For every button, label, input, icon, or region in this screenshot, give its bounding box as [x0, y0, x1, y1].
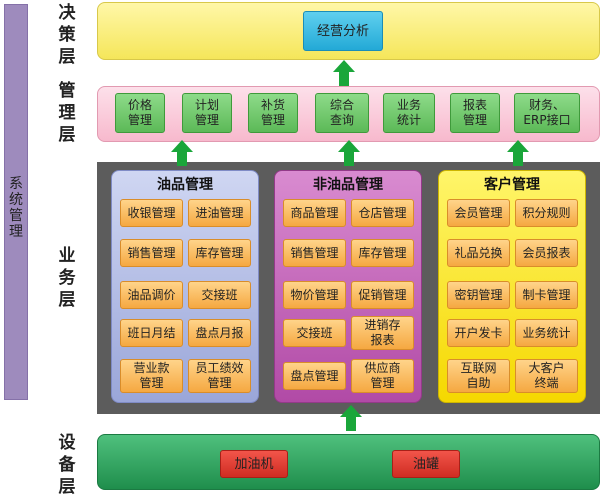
mgmt-item-price: 价格 管理 [115, 93, 165, 133]
business-analysis-box: 经营分析 [303, 11, 383, 51]
customer-management-title: 客户管理 [484, 177, 540, 193]
oil-item-price-adjust: 油品调价 [120, 281, 183, 309]
cust-item-account-card-issue: 开户发卡 [447, 319, 510, 347]
cust-item-points-rules: 积分规则 [515, 199, 578, 227]
arrow-up-oil [171, 140, 193, 166]
oil-item-cashier: 收银管理 [120, 199, 183, 227]
mgmt-item-statistics: 业务 统计 [383, 93, 435, 133]
oil-item-stocktake-report: 盘点月报 [188, 319, 251, 347]
layer-label-business: 业 务 层 [58, 246, 76, 310]
mgmt-item-finance-erp: 财务、 ERP接口 [514, 93, 580, 133]
non-oil-item-supplier: 供应商 管理 [351, 359, 414, 393]
oil-item-oil-intake: 进油管理 [188, 199, 251, 227]
oil-item-shift-settlement: 班日月结 [120, 319, 183, 347]
non-oil-item-shift-handover: 交接班 [283, 319, 346, 347]
mgmt-item-replenish: 补货 管理 [248, 93, 298, 133]
cust-item-key-account-terminal: 大客户 终端 [515, 359, 578, 393]
oil-item-shift-handover: 交接班 [188, 281, 251, 309]
system-management-label: 系 统 管 理 [9, 176, 23, 240]
cust-item-business-stats: 业务统计 [515, 319, 578, 347]
non-oil-management-title: 非油品管理 [313, 177, 383, 193]
mgmt-item-report: 报表 管理 [450, 93, 500, 133]
arrow-up-from-device [340, 405, 362, 431]
cust-item-key-management: 密钥管理 [447, 281, 510, 309]
device-fuel-dispenser: 加油机 [220, 450, 288, 478]
cust-item-member: 会员管理 [447, 199, 510, 227]
mgmt-item-query: 综合 查询 [315, 93, 369, 133]
arrow-up-to-decision [333, 60, 355, 86]
cust-item-member-report: 会员报表 [515, 239, 578, 267]
oil-management-title: 油品管理 [157, 177, 213, 193]
system-management-bar [4, 4, 28, 400]
non-oil-item-stocktake: 盘点管理 [283, 362, 346, 390]
device-oil-tank: 油罐 [392, 450, 460, 478]
arrow-up-non-oil [338, 140, 360, 166]
non-oil-item-goods: 商品管理 [283, 199, 346, 227]
arrow-up-customer [507, 140, 529, 166]
non-oil-item-sales: 销售管理 [283, 239, 346, 267]
oil-item-employee-performance: 员工绩效 管理 [188, 359, 251, 393]
oil-item-sales: 销售管理 [120, 239, 183, 267]
layer-label-management: 管 理 层 [58, 81, 76, 145]
layer-label-decision: 决 策 层 [58, 3, 76, 67]
cust-item-internet-self-service: 互联网 自助 [447, 359, 510, 393]
non-oil-item-psi-report: 进销存 报表 [351, 316, 414, 350]
device-layer-band [97, 434, 600, 490]
mgmt-item-plan: 计划 管理 [182, 93, 232, 133]
non-oil-item-promotion: 促销管理 [351, 281, 414, 309]
layer-label-device: 设 备 层 [58, 433, 76, 497]
cust-item-card-making: 制卡管理 [515, 281, 578, 309]
non-oil-item-inventory: 库存管理 [351, 239, 414, 267]
oil-item-revenue: 营业款 管理 [120, 359, 183, 393]
non-oil-item-pricing: 物价管理 [283, 281, 346, 309]
oil-item-inventory: 库存管理 [188, 239, 251, 267]
cust-item-gift-exchange: 礼品兑换 [447, 239, 510, 267]
non-oil-item-warehouse: 仓店管理 [351, 199, 414, 227]
